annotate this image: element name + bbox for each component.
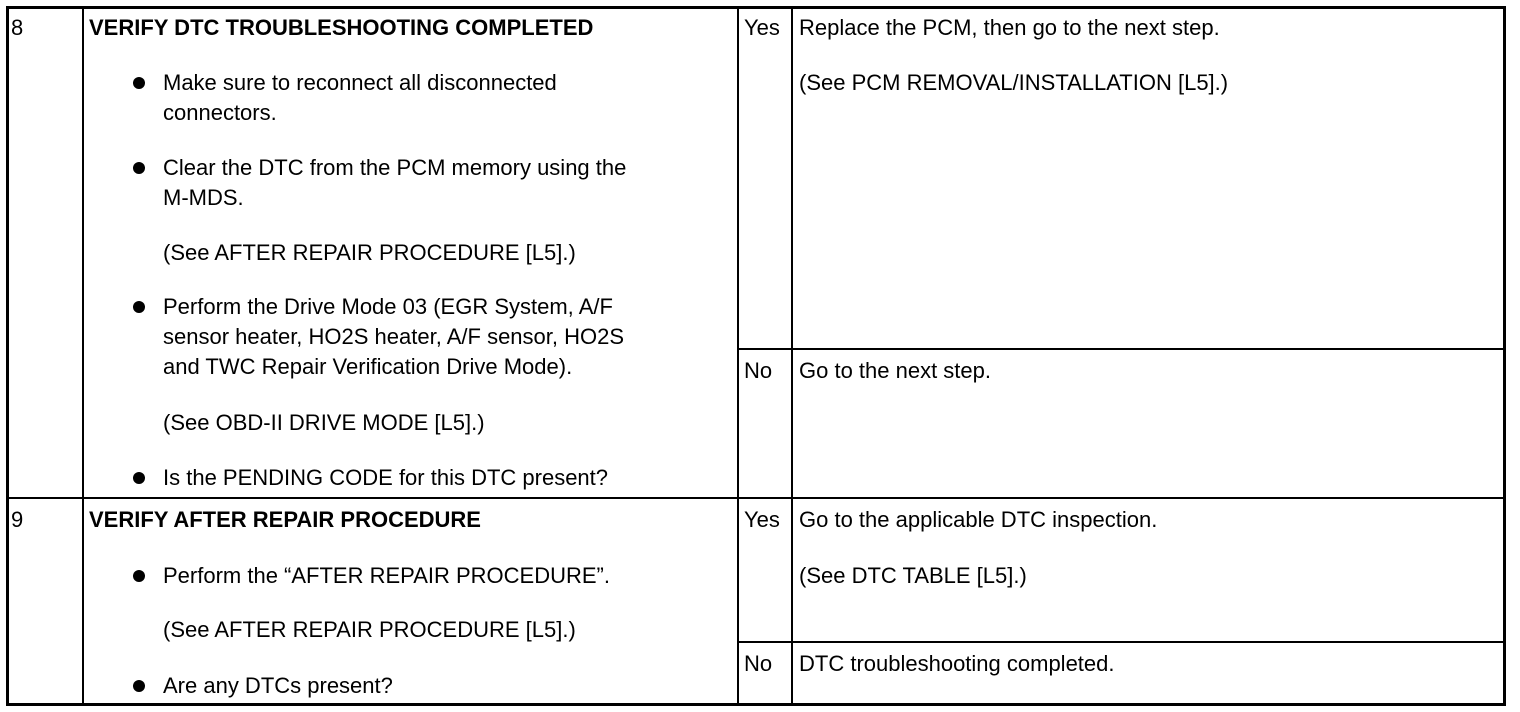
action-text: Go to the applicable DTC inspection. (799, 507, 1158, 532)
step-title: VERIFY DTC TROUBLESHOOTING COMPLETED (89, 15, 594, 40)
column-divider-action (791, 6, 793, 706)
bullet-icon (133, 162, 145, 174)
instruction-text: Perform the “AFTER REPAIR PROCEDURE”. (163, 563, 610, 588)
instruction-text: sensor heater, HO2S heater, A/F sensor, … (163, 324, 625, 349)
instruction-text: Are any DTCs present? (163, 673, 393, 698)
answer-yes: Yes (744, 507, 780, 532)
row-divider-step8-no (737, 348, 1506, 350)
column-divider-answer (737, 6, 739, 706)
column-divider-number (82, 6, 84, 706)
row-divider-step9-no (737, 641, 1506, 643)
instruction-text: Make sure to reconnect all disconnected (163, 70, 557, 95)
answer-no: No (744, 651, 773, 676)
troubleshooting-table (6, 6, 1506, 706)
answer-yes: Yes (744, 15, 780, 40)
action-text: DTC troubleshooting completed. (799, 651, 1115, 676)
action-text: Go to the next step. (799, 358, 992, 383)
bullet-icon (133, 301, 145, 313)
bullet-icon (133, 472, 145, 484)
step-number: 9 (11, 507, 24, 532)
reference-text: (See AFTER REPAIR PROCEDURE [L5].) (163, 240, 576, 265)
instruction-text: M-MDS. (163, 185, 244, 210)
action-text: Replace the PCM, then go to the next ste… (799, 15, 1220, 40)
instruction-text: Clear the DTC from the PCM memory using … (163, 155, 627, 180)
bullet-icon (133, 680, 145, 692)
answer-no: No (744, 358, 773, 383)
reference-text: (See DTC TABLE [L5].) (799, 563, 1027, 588)
bullet-icon (133, 77, 145, 89)
reference-text: (See PCM REMOVAL/INSTALLATION [L5].) (799, 70, 1229, 95)
reference-text: (See AFTER REPAIR PROCEDURE [L5].) (163, 617, 576, 642)
reference-text: (See OBD-II DRIVE MODE [L5].) (163, 410, 485, 435)
instruction-text: Is the PENDING CODE for this DTC present… (163, 465, 609, 490)
bullet-icon (133, 570, 145, 582)
instruction-text: and TWC Repair Verification Drive Mode). (163, 354, 573, 379)
instruction-text: connectors. (163, 100, 277, 125)
step-title: VERIFY AFTER REPAIR PROCEDURE (89, 507, 481, 532)
step-number: 8 (11, 15, 24, 40)
instruction-text: Perform the Drive Mode 03 (EGR System, A… (163, 294, 613, 319)
row-divider-step9 (6, 497, 1506, 499)
